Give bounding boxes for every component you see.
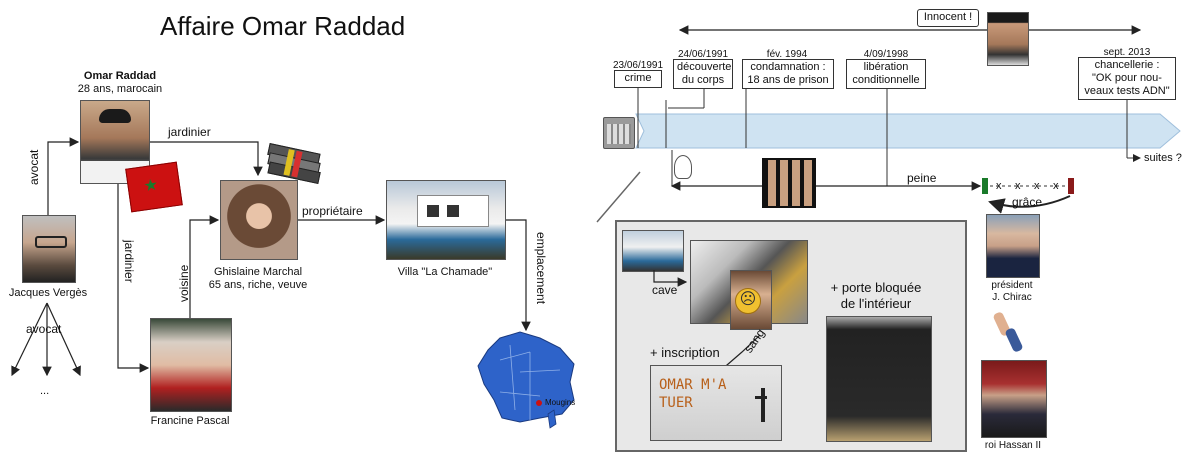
omar-name: Omar Raddad [83, 70, 157, 82]
edge-jardinier-top [148, 141, 263, 177]
peine-label: peine [907, 171, 937, 185]
porte-label: + porte bloquée de l'intérieur [830, 280, 922, 311]
inscription-text: OMAR M'A TUER [659, 377, 727, 411]
ghislaine-name: Ghislaine Marchal [213, 266, 303, 278]
francine-photo [150, 318, 232, 412]
chirac-label: président J. Chirac [991, 280, 1033, 303]
edge-voisine [189, 215, 220, 318]
event-date-1: 23/06/1991 [612, 60, 664, 71]
edge-avocat [47, 137, 80, 215]
inscription-label: + inscription [650, 345, 720, 360]
cave-label: cave [652, 283, 678, 297]
diagram-title: Affaire Omar Raddad [160, 11, 406, 41]
calendar-icon [603, 117, 635, 149]
event-date-5: sept. 2013 [1103, 47, 1151, 58]
edge-jardinier-side [117, 182, 150, 373]
event-label-2: découverte du corps [673, 59, 733, 89]
villa-small-photo [622, 230, 684, 272]
ghislaine-desc: 65 ans, riche, veuve [208, 279, 308, 291]
event-label-1: crime [614, 70, 662, 88]
chirac-photo [986, 214, 1040, 278]
peine-mark: x [996, 180, 1002, 192]
edge-label-jardinier-top: jardinier [168, 125, 211, 139]
event-date-3: fév. 1994 [766, 49, 808, 60]
omar-desc: 28 ans, marocain [77, 83, 163, 95]
peine-mark: x [1034, 180, 1040, 192]
event-label-4: libération conditionnelle [846, 59, 926, 89]
mougins-label: Mougins [545, 398, 576, 407]
porte-photo [826, 316, 932, 442]
villa-name: Villa "La Chamade" [397, 266, 493, 278]
inscription-photo: OMAR M'A TUER [650, 365, 782, 441]
hassan-label: roi Hassan II [984, 440, 1042, 451]
peine-mark: x [1015, 180, 1021, 192]
grace-label: grâce [1012, 195, 1043, 209]
event-label-3: condamnation : 18 ans de prison [742, 59, 834, 89]
villa-photo [386, 180, 506, 260]
edge-label-avocat-bottom: avocat [26, 322, 62, 336]
timeline-band [635, 113, 1181, 149]
event-date-2: 24/06/1991 [677, 49, 729, 60]
event-label-5: chancellerie : "OK pour nou- veaux tests… [1078, 57, 1176, 100]
edge-emplacement [504, 219, 531, 332]
hassan-photo [981, 360, 1047, 438]
event-date-4: 4/09/1998 [863, 49, 909, 60]
verges-name: Jacques Vergès [8, 287, 88, 299]
sad-face-icon: ☹ [735, 288, 761, 314]
francine-name: Francine Pascal [150, 415, 230, 427]
suites-label: suites ? [1144, 152, 1182, 164]
omar-face-photo [987, 12, 1029, 66]
prison-icon [762, 158, 816, 208]
innocent-bubble: Innocent ! [917, 9, 979, 27]
person-sketch-icon [674, 155, 692, 179]
peine-mark: x [1053, 180, 1059, 192]
ghislaine-photo [220, 180, 298, 260]
edge-label-proprietaire: propriétaire [302, 204, 363, 218]
edge-label-ellipsis: ... [40, 385, 50, 397]
verges-photo [22, 215, 76, 283]
